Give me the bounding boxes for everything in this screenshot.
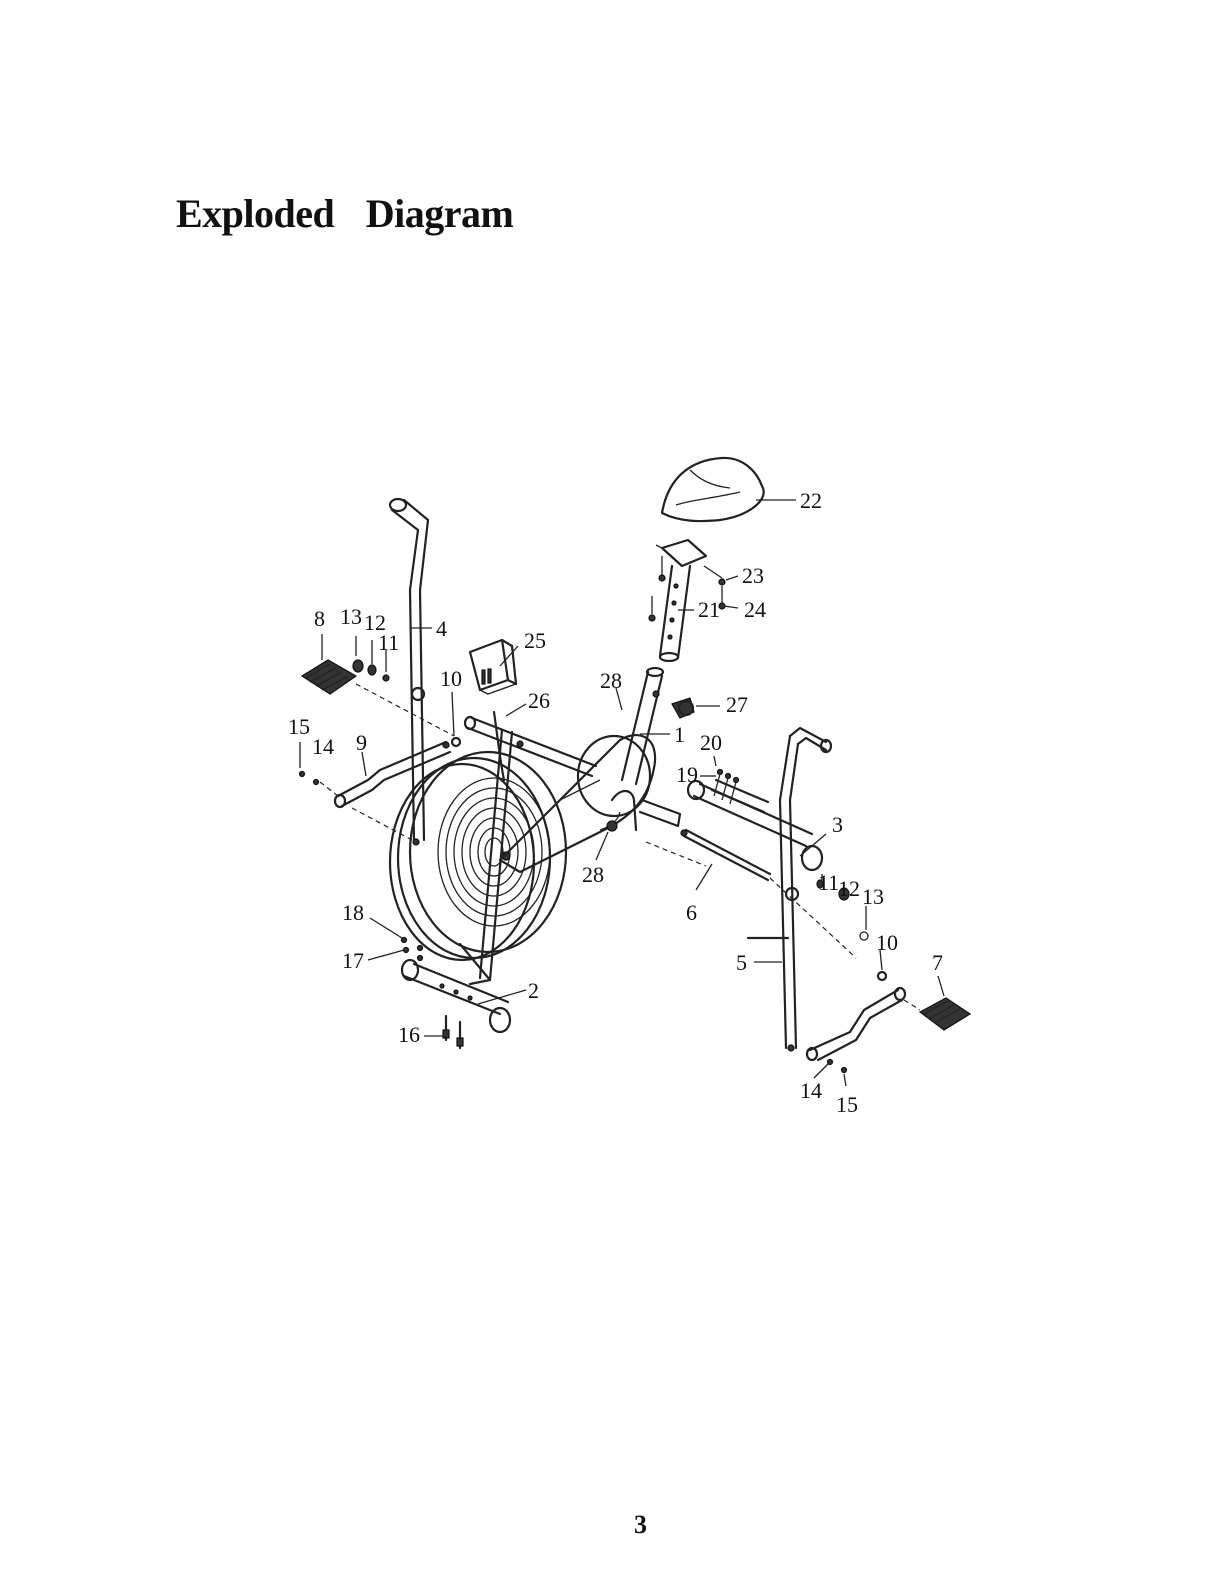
- callout-15-right: 15: [836, 1092, 858, 1117]
- callout-8: 8: [314, 606, 325, 631]
- callout-labels: 22 23 21 24 25 4 8 13 12 11 10 28 26 27 …: [288, 488, 943, 1117]
- callout-22: 22: [800, 488, 822, 513]
- callout-11-right: 11: [818, 870, 839, 895]
- callout-21: 21: [698, 597, 720, 622]
- callout-11-left: 11: [378, 630, 399, 655]
- callout-15-left: 15: [288, 714, 310, 739]
- callout-28-top: 28: [600, 668, 622, 693]
- callout-6: 6: [686, 900, 697, 925]
- right-pedal-part: [903, 997, 972, 1031]
- callout-5: 5: [736, 950, 747, 975]
- left-pedal-axis: [355, 683, 455, 737]
- callout-28-bottom: 28: [582, 862, 604, 887]
- left-arm-axis: [351, 807, 413, 841]
- callout-23: 23: [742, 563, 764, 588]
- top-frame-part: [463, 715, 598, 778]
- callout-3: 3: [832, 812, 843, 837]
- callout-10-left: 10: [440, 666, 462, 691]
- callout-25: 25: [524, 628, 546, 653]
- right-pedal-axis: [769, 877, 857, 959]
- rear-bolts-parts: [713, 768, 740, 805]
- axle-rod-part: [680, 828, 772, 882]
- callout-13-right: 13: [862, 884, 884, 909]
- callout-13-left: 13: [340, 604, 362, 629]
- front-stabilizer-part: [400, 958, 512, 1034]
- callout-7: 7: [932, 950, 943, 975]
- page-number: 3: [634, 1510, 647, 1539]
- front-leg-part: [458, 728, 514, 986]
- cable-part: [492, 710, 506, 782]
- callout-12-left: 12: [364, 610, 386, 635]
- leader-lines: [299, 499, 945, 1087]
- axle-part: [638, 798, 707, 867]
- callout-24: 24: [744, 597, 766, 622]
- callout-14-left: 14: [312, 734, 334, 759]
- callout-19: 19: [676, 762, 698, 787]
- callout-1: 1: [674, 722, 685, 747]
- chain-guard-part: [498, 734, 657, 874]
- left-hardware-parts: [298, 659, 462, 797]
- seat-knob-part: [671, 697, 695, 719]
- callout-16: 16: [398, 1022, 420, 1047]
- fan-wheel-part: [388, 750, 568, 962]
- main-frame-part: [620, 666, 665, 786]
- callout-10-right: 10: [876, 930, 898, 955]
- left-handlebar-part: [388, 497, 430, 846]
- bolt-parts: [400, 936, 464, 1050]
- page-title: Exploded Diagram: [176, 191, 514, 236]
- callout-18: 18: [342, 900, 364, 925]
- right-handlebar-part: [746, 726, 833, 1052]
- callout-9: 9: [356, 730, 367, 755]
- left-arm-part: [333, 740, 452, 809]
- rear-stabilizer-part: [686, 778, 824, 872]
- callout-12-right: 12: [838, 876, 860, 901]
- console-part: [468, 638, 518, 695]
- right-arm-part: [805, 986, 907, 1074]
- callout-4: 4: [436, 616, 447, 641]
- callout-14-right: 14: [800, 1078, 822, 1103]
- callout-20: 20: [700, 730, 722, 755]
- callout-27: 27: [726, 692, 748, 717]
- callout-17: 17: [342, 948, 364, 973]
- seat-part: [660, 456, 765, 523]
- left-pedal-part: [300, 659, 358, 695]
- callout-2: 2: [528, 978, 539, 1003]
- callout-26: 26: [528, 688, 550, 713]
- seat-post-part: [648, 538, 726, 663]
